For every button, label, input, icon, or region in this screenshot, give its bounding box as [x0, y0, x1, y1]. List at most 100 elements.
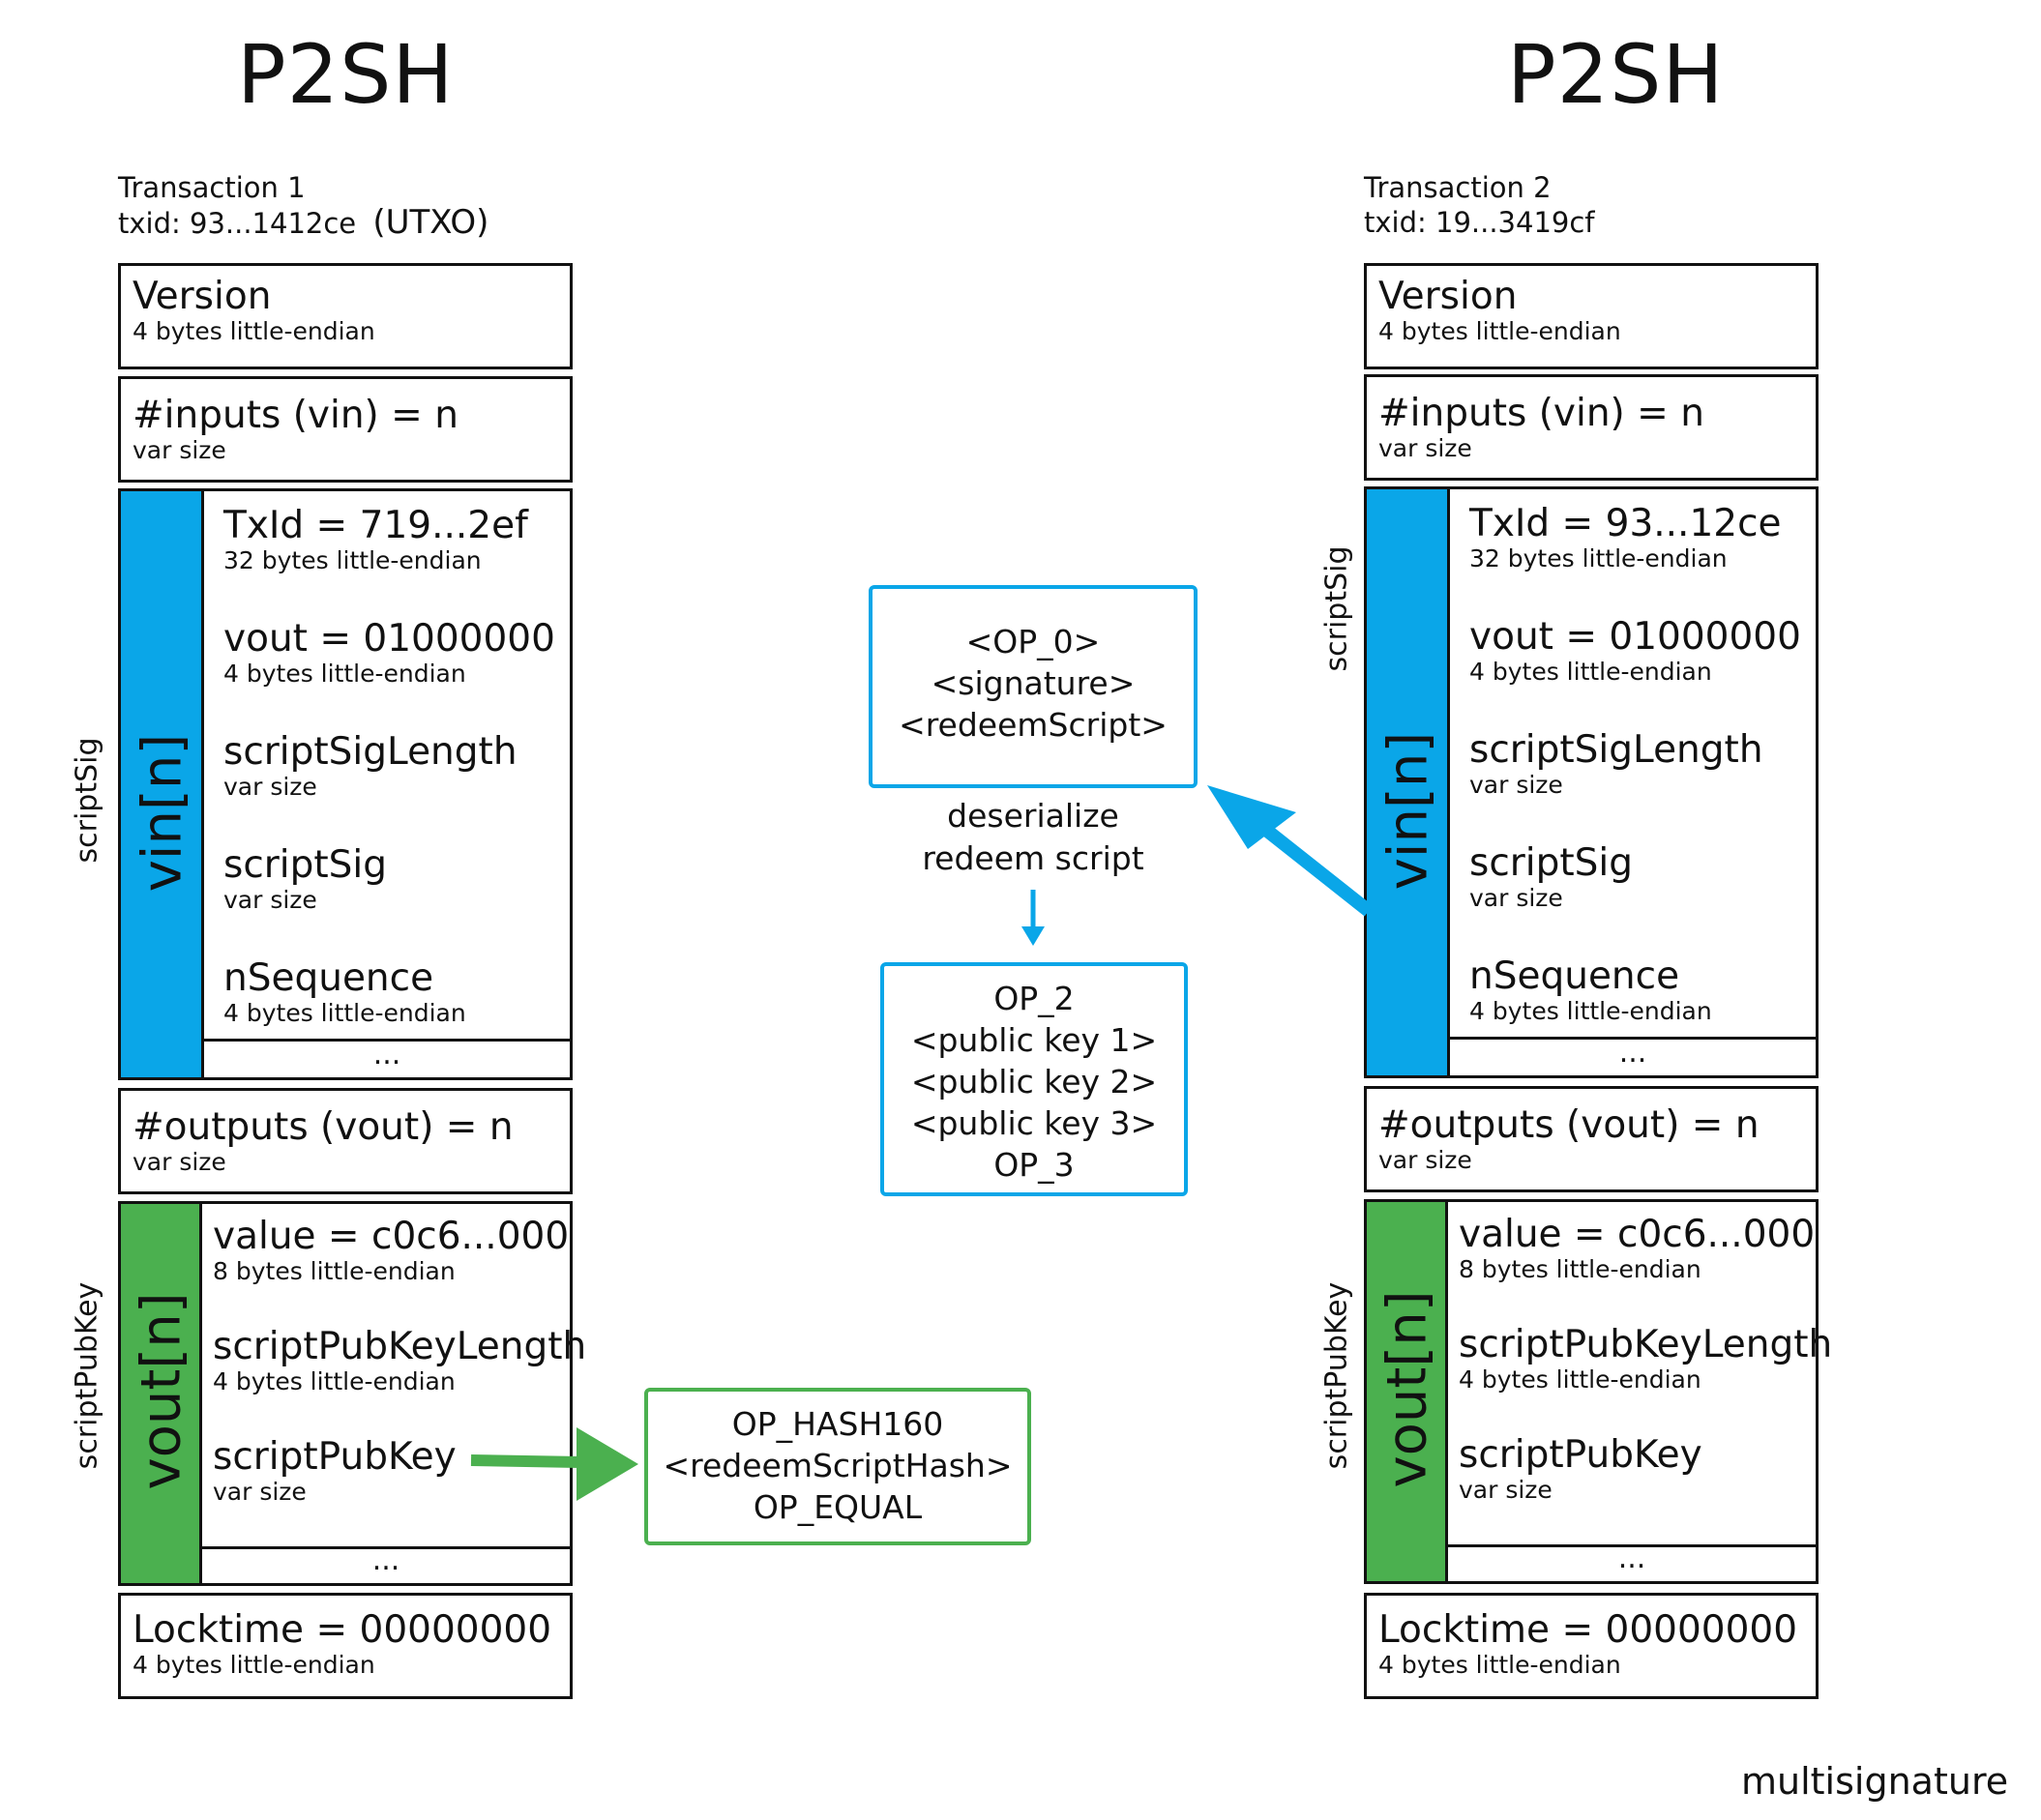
pubkey-line-redeemscripthash: <redeemScriptHash> [663, 1447, 1013, 1484]
right-vin-field-txid-size: 32 bytes little-endian [1469, 544, 1728, 572]
left-vin-field-scriptsig: scriptSig [223, 843, 388, 887]
blue-arrow-to-scriptsig [1207, 785, 1374, 917]
right-vin-field-vout: vout = 01000000 [1469, 615, 1801, 659]
right-version-box: Version 4 bytes little-endian [1364, 263, 1819, 369]
deserialize-note-line-2: redeem script [922, 839, 1144, 877]
left-outputs-size: var size [133, 1148, 226, 1176]
right-outputs-box: #outputs (vout) = n var size [1364, 1086, 1819, 1192]
right-vout-field-value-size: 8 bytes little-endian [1459, 1255, 1701, 1283]
pubkey-line-equal: OP_EQUAL [753, 1488, 923, 1526]
left-vin-field-vout: vout = 01000000 [223, 617, 555, 660]
blue-arrow-shaft [1257, 821, 1374, 917]
left-title: P2SH [237, 27, 455, 122]
left-vin-field-scriptsiglength: scriptSigLength [223, 730, 518, 774]
right-vin-field-scriptsig-size: var size [1469, 884, 1563, 912]
scriptsig-content-box: <OP_0> <signature> <redeemScript> [869, 585, 1198, 788]
left-inputs-size: var size [133, 436, 226, 464]
right-vin-field-nsequence-size: 4 bytes little-endian [1469, 997, 1712, 1025]
right-vin-field-nsequence: nSequence [1469, 954, 1680, 998]
left-vout-field-value-size: 8 bytes little-endian [213, 1257, 456, 1285]
left-vout-dots-row: ... [202, 1543, 570, 1583]
right-vin-field-scriptsiglength-size: var size [1469, 771, 1563, 799]
left-vout-box: vout[n] value = c0c6...000 8 bytes littl… [118, 1201, 586, 1586]
green-arrow-head [577, 1427, 638, 1501]
left-version-label: Version [133, 275, 272, 318]
redeem-line-pubkey2: <public key 2> [910, 1063, 1158, 1101]
left-vout-dots: ... [371, 1543, 400, 1577]
left-tx-name: Transaction 1 [118, 171, 306, 204]
deserialize-down-arrow [1021, 890, 1045, 946]
right-vout-field-value: value = c0c6...000 [1459, 1213, 1816, 1256]
right-inputs-size: var size [1378, 434, 1472, 462]
redeem-line-op2: OP_2 [993, 980, 1075, 1017]
left-vout-bar [121, 1204, 202, 1583]
right-vin-field-scriptsig: scriptSig [1469, 841, 1634, 885]
pubkey-line-hash160: OP_HASH160 [731, 1405, 944, 1443]
scriptsig-line-op0: <OP_0> [965, 623, 1101, 660]
left-scriptsig-side-label: scriptSig [70, 737, 104, 864]
right-txid: txid: 19...3419cf [1364, 206, 1595, 239]
left-locktime-box: Locktime = 00000000 4 bytes little-endia… [118, 1593, 573, 1699]
left-vin-dots-row: ... [204, 1038, 570, 1077]
right-vout-label: vout[n] [1375, 1290, 1439, 1488]
right-inputs-box: #inputs (vin) = n var size [1364, 374, 1819, 481]
right-vin-field-scriptsiglength: scriptSigLength [1469, 728, 1763, 772]
left-vin-field-vout-size: 4 bytes little-endian [223, 660, 466, 688]
multisignature-label: multisignature [1741, 1760, 2009, 1803]
scriptpubkey-content-box: OP_HASH160 <redeemScriptHash> OP_EQUAL [644, 1388, 1031, 1545]
left-vin-field-nsequence-size: 4 bytes little-endian [223, 999, 466, 1027]
redeem-line-pubkey1: <public key 1> [910, 1021, 1158, 1059]
right-vout-field-scriptpubkey: scriptPubKey [1459, 1433, 1702, 1477]
left-vout-label: vout[n] [130, 1292, 193, 1490]
right-inputs-label: #inputs (vin) = n [1378, 392, 1704, 435]
right-locktime-size: 4 bytes little-endian [1378, 1651, 1621, 1679]
left-vout-field-scriptpubkeylength-size: 4 bytes little-endian [213, 1367, 456, 1395]
right-vin-dots-row: ... [1450, 1036, 1816, 1075]
left-vin-field-scriptsig-size: var size [223, 886, 317, 914]
right-locktime-box: Locktime = 00000000 4 bytes little-endia… [1364, 1593, 1819, 1699]
redeem-line-op3: OP_3 [993, 1146, 1075, 1184]
left-txid-text: txid: 93...1412ce [118, 207, 357, 240]
left-vout-field-value: value = c0c6...000 [213, 1215, 570, 1258]
right-tx-name: Transaction 2 [1364, 171, 1552, 204]
left-vin-field-scriptsiglength-size: var size [223, 773, 317, 801]
left-locktime-label: Locktime = 00000000 [133, 1608, 552, 1652]
left-vin-field-nsequence: nSequence [223, 956, 434, 1000]
left-scriptpubkey-side-label: scriptPubKey [70, 1281, 104, 1470]
right-vin-field-txid: TxId = 93...12ce [1469, 502, 1782, 545]
right-vout-bar [1367, 1202, 1448, 1581]
right-outputs-size: var size [1378, 1146, 1472, 1174]
left-inputs-label: #inputs (vin) = n [133, 394, 458, 437]
left-vin-dots: ... [372, 1038, 401, 1071]
right-vin-field-vout-size: 4 bytes little-endian [1469, 658, 1712, 686]
left-vin-field-txid: TxId = 719...2ef [223, 504, 528, 547]
right-vout-box: vout[n] value = c0c6...000 8 bytes littl… [1364, 1199, 1832, 1584]
right-vout-field-scriptpubkeylength-size: 4 bytes little-endian [1459, 1365, 1701, 1394]
redeem-line-pubkey3: <public key 3> [910, 1104, 1158, 1142]
left-vout-field-scriptpubkey: scriptPubKey [213, 1435, 457, 1479]
left-vin-label: vin[n] [131, 733, 194, 893]
down-arrow-head [1021, 926, 1045, 946]
left-vout-field-scriptpubkeylength: scriptPubKeyLength [213, 1325, 587, 1368]
left-outputs-box: #outputs (vout) = n var size [118, 1088, 573, 1194]
right-vin-bar [1367, 489, 1450, 1075]
left-vout-field-scriptpubkey-size: var size [213, 1478, 307, 1506]
right-vout-dots-row: ... [1448, 1541, 1816, 1581]
deserialize-note-line-1: deserialize [947, 797, 1119, 835]
right-scriptpubkey-side-label: scriptPubKey [1319, 1281, 1354, 1470]
right-vin-box: vin[n] TxId = 93...12ce 32 bytes little-… [1364, 486, 1819, 1078]
right-version-size: 4 bytes little-endian [1378, 317, 1621, 345]
left-outputs-label: #outputs (vout) = n [133, 1105, 514, 1149]
right-vout-dots: ... [1617, 1541, 1646, 1575]
right-vout-field-scriptpubkeylength: scriptPubKeyLength [1459, 1323, 1833, 1366]
left-inputs-box: #inputs (vin) = n var size [118, 376, 573, 483]
scriptsig-line-signature: <signature> [931, 664, 1136, 702]
scriptsig-line-redeemscript: <redeemScript> [899, 706, 1168, 744]
left-utxo-tag: (UTXO) [372, 203, 489, 242]
right-vout-field-scriptpubkey-size: var size [1459, 1476, 1553, 1504]
right-scriptsig-side-label: scriptSig [1319, 545, 1354, 672]
deserialize-note: deserialize redeem script [869, 795, 1198, 880]
left-txid: txid: 93...1412ce (UTXO) [118, 205, 488, 241]
blue-arrow-head [1207, 785, 1296, 849]
left-vin-field-txid-size: 32 bytes little-endian [223, 546, 482, 574]
